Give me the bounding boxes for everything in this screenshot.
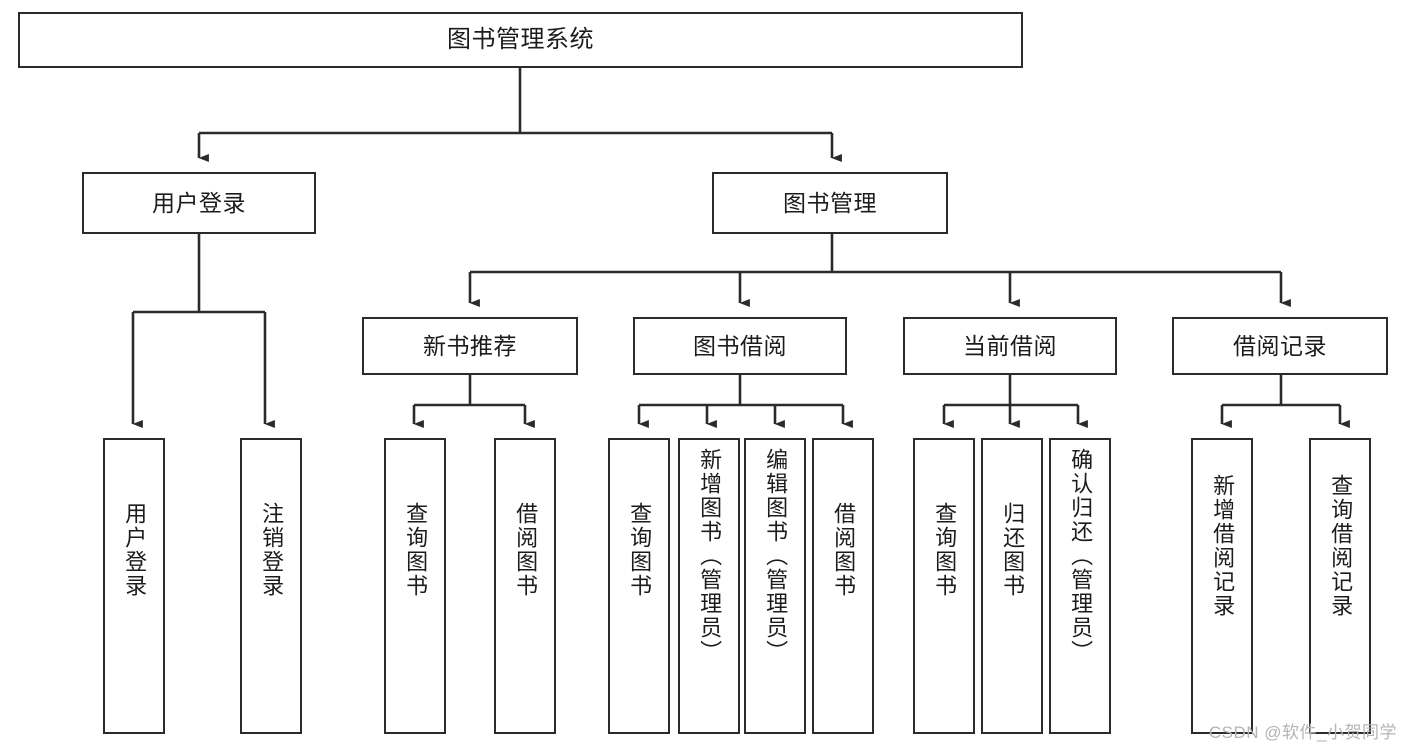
leaf-recommend-borrow-book[interactable]: 借阅图书 (494, 438, 556, 734)
leaf-user-login[interactable]: 用户登录 (103, 438, 165, 734)
node-label: 归还图书 (1000, 502, 1026, 598)
node-label: 图书管理系统 (447, 26, 594, 54)
node-label: 用户登录 (122, 502, 148, 598)
leaf-borrow-add-book-admin[interactable]: 新增图书（管理员） (678, 438, 740, 734)
csdn-watermark: CSDN @软件_小贺同学 (1208, 723, 1397, 742)
node-label: 查询图书 (932, 502, 958, 598)
node-borrow-record[interactable]: 借阅记录 (1172, 317, 1388, 375)
node-book-borrow[interactable]: 图书借阅 (633, 317, 847, 375)
node-label: 编辑图书（管理员） (763, 448, 789, 664)
node-label: 借阅记录 (1233, 332, 1327, 359)
node-label: 借阅图书 (513, 502, 539, 598)
leaf-borrow-edit-book-admin[interactable]: 编辑图书（管理员） (744, 438, 806, 734)
node-label: 当前借阅 (963, 332, 1057, 359)
node-book-management[interactable]: 图书管理 (712, 172, 948, 234)
node-user-login[interactable]: 用户登录 (82, 172, 316, 234)
node-label: 借阅图书 (831, 502, 857, 598)
node-label: 用户登录 (152, 189, 246, 216)
leaf-recommend-query-book[interactable]: 查询图书 (384, 438, 446, 734)
node-label: 图书借阅 (693, 332, 787, 359)
node-new-book-recommendation[interactable]: 新书推荐 (362, 317, 578, 375)
leaf-borrow-query-book[interactable]: 查询图书 (608, 438, 670, 734)
leaf-record-query-borrow-record[interactable]: 查询借阅记录 (1309, 438, 1371, 734)
leaf-current-return-book[interactable]: 归还图书 (981, 438, 1043, 734)
node-label: 查询借阅记录 (1328, 474, 1354, 618)
node-label: 查询图书 (403, 502, 429, 598)
leaf-current-confirm-return-admin[interactable]: 确认归还（管理员） (1049, 438, 1111, 734)
leaf-record-add-borrow-record[interactable]: 新增借阅记录 (1191, 438, 1253, 734)
node-label: 新书推荐 (423, 332, 517, 359)
node-label: 新增图书（管理员） (697, 448, 723, 664)
node-label: 新增借阅记录 (1210, 474, 1236, 618)
leaf-borrow-lend-book[interactable]: 借阅图书 (812, 438, 874, 734)
node-root-book-management-system[interactable]: 图书管理系统 (18, 12, 1023, 68)
leaf-current-query-book[interactable]: 查询图书 (913, 438, 975, 734)
node-label: 查询图书 (627, 502, 653, 598)
node-label: 注销登录 (259, 502, 285, 598)
node-current-borrow[interactable]: 当前借阅 (903, 317, 1117, 375)
node-label: 图书管理 (783, 189, 877, 216)
leaf-user-logout[interactable]: 注销登录 (240, 438, 302, 734)
node-label: 确认归还（管理员） (1068, 448, 1094, 664)
